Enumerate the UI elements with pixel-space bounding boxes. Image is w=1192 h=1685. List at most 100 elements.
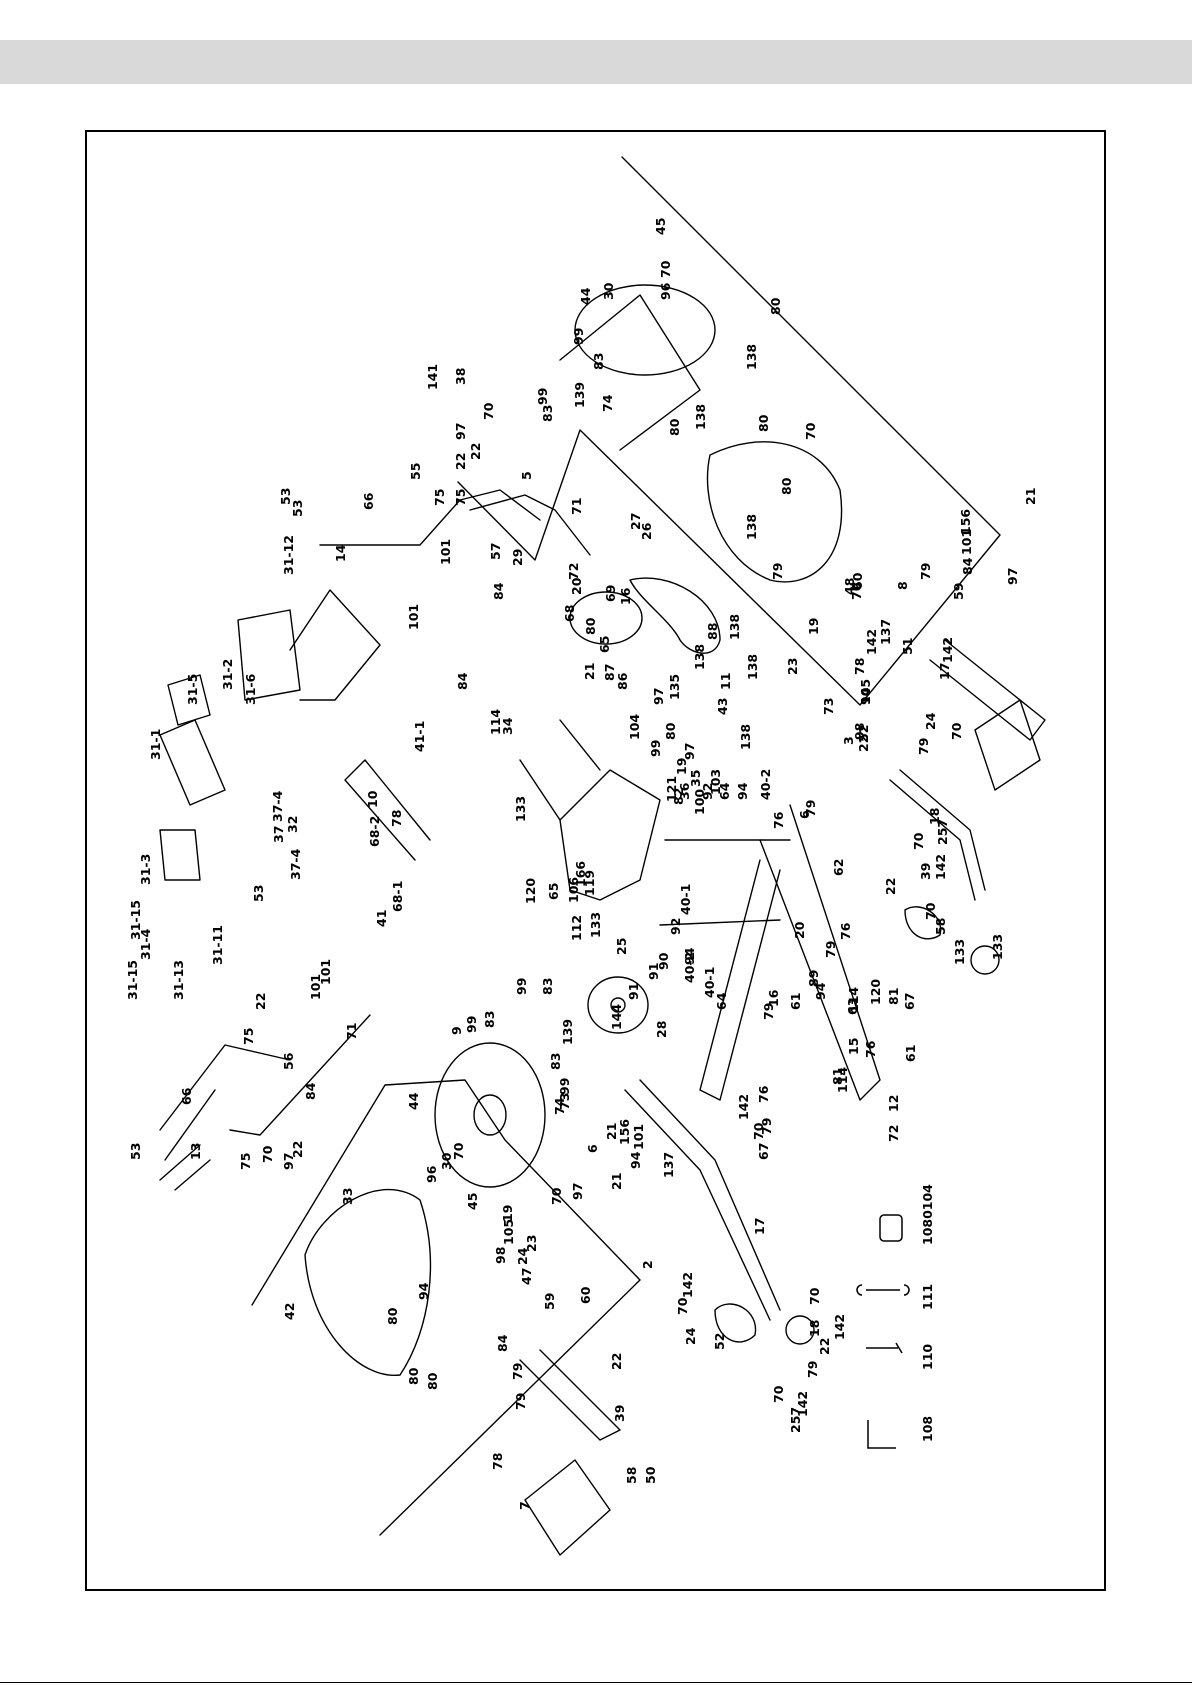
part-label: 156 (958, 509, 973, 535)
part-label: 139 (560, 1019, 575, 1045)
part-label: 99 (571, 328, 586, 345)
console-31-5 (167, 674, 211, 726)
part-label: 40-2 (758, 769, 773, 800)
part-label: 76 (863, 1040, 878, 1058)
part-label: 8 (895, 581, 910, 590)
part-label: 97 (281, 1153, 296, 1170)
part-label: 56 (281, 1052, 296, 1070)
part-label: 84 (455, 672, 470, 690)
part-label: 12 (886, 1095, 901, 1112)
part-label: 90 (656, 952, 671, 970)
part-label: 33 (340, 1188, 355, 1205)
part-label: 84 (495, 1334, 510, 1352)
part-label: 142 (864, 629, 879, 655)
part-label: 78 (852, 658, 867, 675)
part-label: 156 (617, 1119, 632, 1145)
part-label: 34 (500, 717, 515, 735)
part-label: 74 (600, 394, 615, 412)
part-label: 17 (752, 1218, 767, 1235)
part-label: 80 (756, 414, 771, 432)
part-label: 70 (803, 422, 818, 440)
part-label: 23 (524, 1235, 539, 1252)
part-label: 31-3 (138, 854, 153, 885)
roller-39-left (785, 1315, 815, 1345)
part-label: 29 (510, 549, 525, 566)
part-label: 22 (253, 993, 268, 1010)
part-label: 36 (677, 782, 692, 800)
part-label: 142 (736, 1094, 751, 1120)
part-label: 114 (846, 987, 861, 1013)
part-label: 80 (663, 722, 678, 740)
front-stabilizer-16 (759, 804, 881, 1101)
pulley-27 (569, 591, 643, 645)
part-label: 138 (744, 514, 759, 540)
part-label: 104 (627, 714, 642, 740)
part-label: 22 (856, 735, 871, 752)
part-label: 58 (933, 918, 948, 935)
part-label: 22 (883, 878, 898, 895)
part-label: 101 (631, 1124, 646, 1150)
part-label: 99 (535, 388, 550, 405)
part-label: 70 (807, 1287, 822, 1305)
part-label: 65 (597, 636, 612, 653)
part-label: 21 (604, 1123, 619, 1140)
part-label: 31-11 (210, 925, 225, 965)
part-label: 31-2 (220, 659, 235, 690)
part-label: 59 (951, 583, 966, 600)
part-label: 133 (952, 939, 967, 965)
part-label: 31-13 (171, 960, 186, 1000)
part-label: 138 (744, 344, 759, 370)
part-label: 79 (823, 941, 838, 958)
part-label: 133 (990, 934, 1005, 960)
tool-label-111: 111 (920, 1284, 935, 1310)
part-label: 6 (585, 1144, 600, 1153)
part-label: 141 (425, 364, 440, 390)
part-label: 71 (344, 1023, 359, 1040)
part-label: 17 (937, 663, 952, 680)
part-label: 35 (688, 770, 703, 787)
part-label: 78 (490, 1453, 505, 1470)
part-label: 61 (788, 993, 803, 1010)
diagram-frame (85, 130, 1106, 1591)
part-label: 28 (654, 1021, 669, 1038)
part-label: 38 (453, 368, 468, 385)
wrench-icon (856, 1284, 910, 1296)
part-label: 103 (708, 769, 723, 795)
part-label: 24 (515, 1247, 530, 1265)
part-label: 105 (858, 679, 873, 705)
part-label: 6 (797, 810, 812, 819)
part-label: 101 (438, 539, 453, 565)
part-label: 44 (406, 1092, 421, 1110)
part-label: 80 (385, 1307, 400, 1325)
roller-39-right (970, 945, 1000, 975)
part-label: 75 (432, 489, 447, 506)
part-label: 119 (582, 870, 597, 896)
part-label: 138 (745, 654, 760, 680)
part-label: 31-15 (128, 900, 143, 940)
part-label: 31-6 (243, 673, 258, 705)
part-label: 142 (680, 1272, 695, 1298)
part-label: 67 (756, 1143, 771, 1160)
part-label: 22 (609, 1353, 624, 1370)
part-label: 87 (602, 664, 617, 681)
part-label: 30 (601, 282, 616, 300)
group-outline-right-cover (457, 156, 1001, 706)
group-outline-console (289, 589, 381, 701)
part-label: 40-1 (678, 884, 693, 915)
part-label: 70 (549, 1187, 564, 1205)
part-label: 76 (838, 922, 853, 940)
part-label: 19 (500, 1205, 515, 1222)
part-label: 41-1 (412, 721, 427, 752)
part-label: 9 (449, 1026, 464, 1035)
allen-key-icon (867, 1420, 896, 1449)
part-label: 79 (510, 1363, 525, 1380)
part-label: 72 (566, 563, 581, 580)
part-label: 32 (285, 816, 300, 833)
part-label: 73 (821, 698, 836, 715)
handlebar-left-13 (159, 1044, 291, 1161)
tool-label-110: 110 (920, 1344, 935, 1370)
part-label: 94 (416, 1282, 431, 1300)
part-label: 22 (468, 443, 483, 460)
part-label: 58 (624, 1467, 639, 1484)
part-label: 59 (542, 1293, 557, 1310)
